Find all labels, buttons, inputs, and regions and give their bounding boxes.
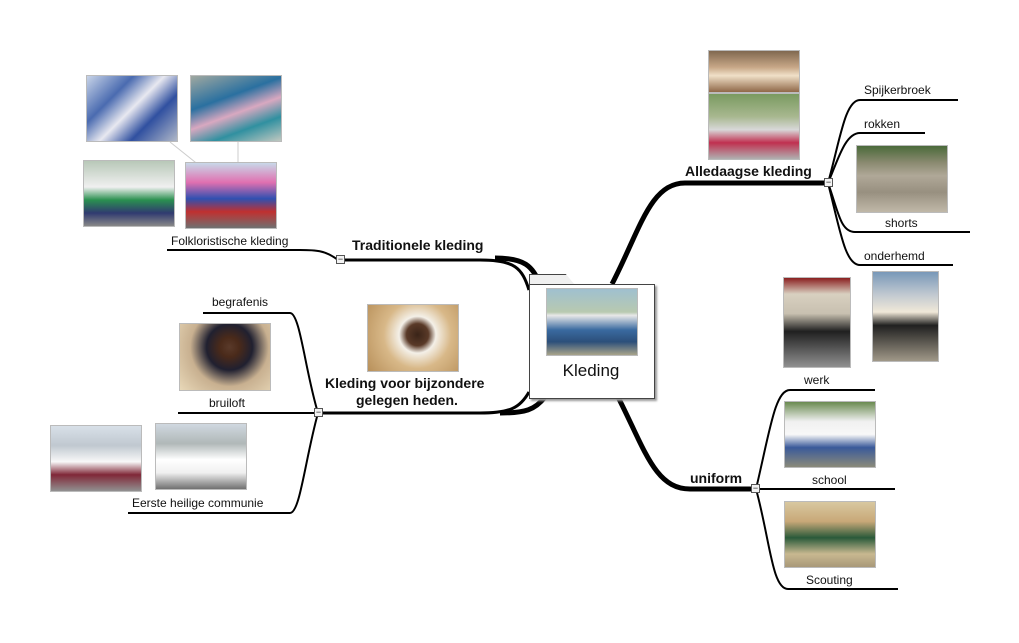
branch-title-traditioneel: Traditionele kleding <box>352 237 484 253</box>
central-group-photo <box>546 288 638 356</box>
werk-photo-2 <box>872 271 939 362</box>
branch-title-alledaags: Alledaagse kleding <box>685 163 812 179</box>
child-line-werk <box>755 389 875 490</box>
branch-line-alledaags <box>609 180 828 286</box>
branch-line-bijzonder-inner <box>499 395 547 416</box>
branch-line-bijzonder <box>320 391 531 415</box>
child-line-rokken <box>827 132 925 184</box>
branch-title-bijzonder-line1: Kleding voor bijzondere <box>325 375 485 391</box>
child-label-rokken: rokken <box>864 117 901 131</box>
child-line-spijkerbroek <box>827 99 958 184</box>
alledaags-photo-1 <box>708 50 800 93</box>
bijzonder-portrait-photo <box>367 304 459 372</box>
central-title: Kleding <box>562 361 620 380</box>
child-line-onderhemd <box>827 182 953 266</box>
folklore-photo-2 <box>190 75 282 142</box>
branch-line-traditioneel <box>342 258 531 291</box>
child-label-communie: Eerste heilige communie <box>132 496 264 510</box>
child-label-scouting: Scouting <box>806 573 853 587</box>
folklore-photo-4 <box>185 162 277 229</box>
alledaags-photo-2 <box>708 93 800 160</box>
child-label-shorts: shorts <box>885 216 918 230</box>
folklore-photo-1 <box>86 75 178 142</box>
child-label-begrafenis: begrafenis <box>212 295 269 309</box>
child-label-school: school <box>812 473 847 487</box>
communie-photo-2 <box>155 423 247 490</box>
child-label-onderhemd: onderhemd <box>864 249 925 263</box>
child-line-folkloristisch <box>167 249 339 261</box>
branch-title-bijzonder-line2: gelegen heden. <box>356 392 458 408</box>
scouting-photo <box>784 501 876 568</box>
folklore-photo-3 <box>83 160 175 227</box>
collapse-toggle-alledaags[interactable]: − <box>824 177 833 187</box>
begrafenis-photo <box>179 323 271 391</box>
collapse-toggle-uniform[interactable]: − <box>751 483 760 493</box>
child-label-spijkerbroek: Spijkerbroek <box>864 83 931 97</box>
collapse-toggle-traditioneel[interactable]: − <box>336 254 345 264</box>
child-label-werk: werk <box>804 373 830 387</box>
branch-title-uniform: uniform <box>690 470 743 486</box>
child-line-begrafenis <box>203 312 319 414</box>
werk-photo-1 <box>783 277 851 368</box>
child-line-communie <box>128 412 319 514</box>
school-photo <box>784 401 876 468</box>
branch-line-uniform <box>615 395 756 492</box>
collapse-toggle-bijzonder[interactable]: − <box>314 407 323 417</box>
child-label-folkloristisch: Folkloristische kleding <box>171 234 289 248</box>
shorts-photo <box>856 145 948 213</box>
child-line-scouting <box>755 488 898 590</box>
communie-photo-1 <box>50 425 142 492</box>
child-label-bruiloft: bruiloft <box>209 396 246 410</box>
